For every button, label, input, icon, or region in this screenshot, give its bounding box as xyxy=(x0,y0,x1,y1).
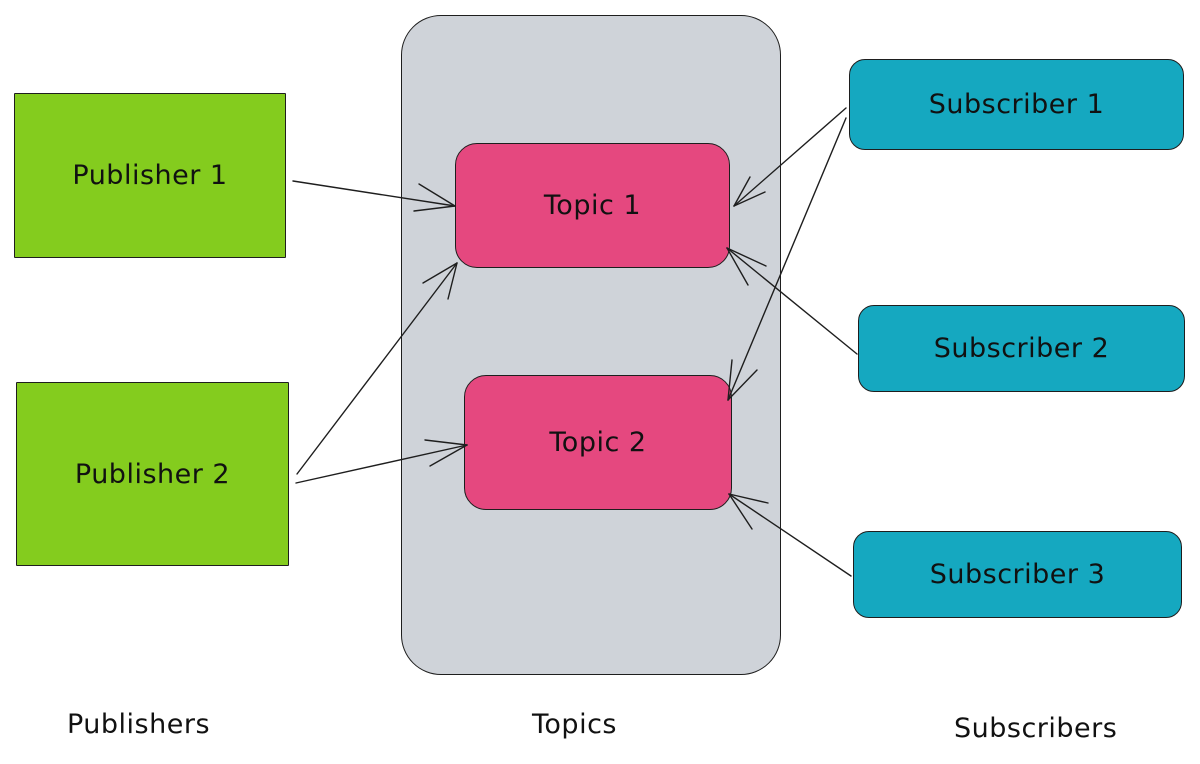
publisher-1-label: Publisher 1 xyxy=(72,160,228,191)
topic-2-label: Topic 2 xyxy=(549,427,647,458)
subscriber-2-label: Subscriber 2 xyxy=(933,333,1110,364)
subscriber-3-node[interactable]: Subscriber 3 xyxy=(853,531,1182,618)
topics-column-label: Topics xyxy=(532,709,617,740)
topic-1-label: Topic 1 xyxy=(543,190,642,221)
subscriber-3-label: Subscriber 3 xyxy=(929,559,1106,590)
publisher-2-node[interactable]: Publisher 2 xyxy=(16,382,289,566)
publishers-column-label: Publishers xyxy=(67,709,211,740)
subscriber-1-node[interactable]: Subscriber 1 xyxy=(849,59,1184,150)
topic-2-node[interactable]: Topic 2 xyxy=(464,375,732,510)
subscribers-column-label: Subscribers xyxy=(954,713,1118,744)
topics-container xyxy=(401,15,781,675)
topic-1-node[interactable]: Topic 1 xyxy=(455,143,730,268)
subscriber-1-label: Subscriber 1 xyxy=(928,89,1105,120)
publisher-2-label: Publisher 2 xyxy=(74,458,231,490)
subscriber-2-node[interactable]: Subscriber 2 xyxy=(858,305,1185,392)
publisher-1-node[interactable]: Publisher 1 xyxy=(14,93,286,258)
